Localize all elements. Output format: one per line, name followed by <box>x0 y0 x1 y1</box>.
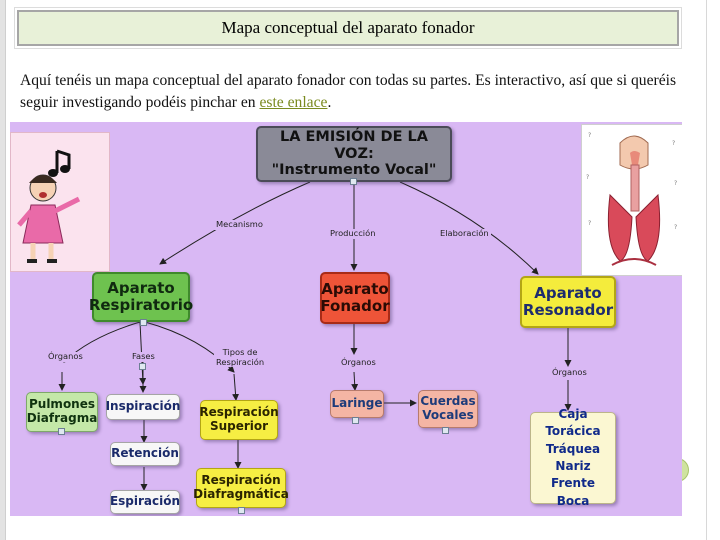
slide-title: Mapa conceptual del aparato fonador <box>221 18 475 37</box>
label-elaboracion: Elaboración <box>438 228 491 239</box>
node-diafragma: Diafragma <box>26 411 98 425</box>
node-pulmones-diafragma[interactable]: Pulmones Diafragma <box>26 392 98 432</box>
node-resonador-line-2: Resonador <box>522 301 614 319</box>
concept-map-link[interactable]: este enlace <box>259 94 328 111</box>
node-caja-toracica: Caja Torácica <box>545 406 601 439</box>
node-resp-superior-line-1: Respiración <box>199 405 279 420</box>
intro-end: . <box>327 94 332 111</box>
node-traquea: Tráquea <box>545 441 601 456</box>
concept-map: ?? ?? ?? LA EMISIÓN DE LA VOZ: "Instrume… <box>10 122 682 516</box>
intro-paragraph: Aquí tenéis un mapa conceptual del apara… <box>20 70 680 114</box>
label-fases: Fases <box>130 351 157 362</box>
node-respiratorio-line-1: Aparato <box>107 278 175 297</box>
respiratory-anatomy-illustration: ?? ?? ?? <box>581 124 682 276</box>
node-resp-superior-line-2: Superior <box>209 419 269 433</box>
node-aparato-respiratorio[interactable]: Aparato Respiratorio <box>88 272 194 322</box>
svg-text:?: ? <box>588 132 591 139</box>
root-line-1: LA EMISIÓN DE LA VOZ: <box>279 128 429 162</box>
attachment-icon[interactable] <box>58 428 65 435</box>
label-tipos-respiracion: Tipos de Respiración <box>214 347 267 368</box>
node-laringe[interactable]: Laringe <box>330 390 384 418</box>
singing-girl-illustration <box>10 132 110 272</box>
intro-text: Aquí tenéis un mapa conceptual del apara… <box>20 72 677 111</box>
svg-text:?: ? <box>588 220 591 227</box>
node-boca: Boca <box>556 493 590 508</box>
attachment-icon[interactable] <box>139 363 146 370</box>
node-fonador-line-1: Aparato <box>321 279 389 298</box>
node-respiratorio-line-2: Respiratorio <box>88 296 194 314</box>
label-tipos-line-2: Respiración <box>216 356 265 367</box>
node-resp-diafrag-line-1: Respiración <box>201 473 281 488</box>
node-cuerdas-line-2: Vocales <box>422 408 474 422</box>
node-retencion[interactable]: Retención <box>110 442 180 466</box>
label-produccion: Producción <box>328 228 378 239</box>
left-frame-bar <box>0 0 6 540</box>
attachment-icon[interactable] <box>442 427 449 434</box>
node-organos-resonador[interactable]: Caja Torácica Tráquea Nariz Frente Boca <box>530 407 616 508</box>
node-espiracion[interactable]: Espiración <box>110 490 180 514</box>
node-laringe-label: Laringe <box>331 396 383 411</box>
node-pulmones: Pulmones <box>28 397 96 412</box>
node-retencion-label: Retención <box>111 446 179 461</box>
right-frame-bar <box>706 0 720 540</box>
node-respiracion-diafragmatica[interactable]: Respiración Diafragmática <box>193 468 289 508</box>
node-aparato-fonador[interactable]: Aparato Fonador <box>320 272 390 324</box>
label-tipos-line-1: Tipos de <box>222 347 258 357</box>
attachment-icon[interactable] <box>350 178 357 185</box>
root-line-2: "Instrumento Vocal" <box>271 162 437 179</box>
svg-text:?: ? <box>674 224 677 231</box>
node-respiracion-superior[interactable]: Respiración Superior <box>199 400 279 440</box>
root-node-emision-voz[interactable]: LA EMISIÓN DE LA VOZ: "Instrumento Vocal… <box>256 126 452 182</box>
svg-text:?: ? <box>674 180 677 187</box>
label-organos-fonador: Órganos <box>339 357 378 368</box>
attachment-icon[interactable] <box>238 507 245 514</box>
node-resp-diafrag-line-2: Diafragmática <box>193 487 289 501</box>
node-aparato-resonador[interactable]: Aparato Resonador <box>520 276 616 328</box>
node-frente: Frente <box>551 476 595 491</box>
node-inspiracion[interactable]: Inspiración <box>106 394 180 420</box>
label-mecanismo: Mecanismo <box>214 219 265 230</box>
node-nariz: Nariz <box>555 459 591 473</box>
node-resonador-line-1: Aparato <box>534 283 602 302</box>
node-inspiracion-label: Inspiración <box>105 399 181 414</box>
svg-text:?: ? <box>672 140 675 147</box>
node-cuerdas-vocales[interactable]: Cuerdas Vocales <box>418 390 478 428</box>
label-organos-respiratorio: Órganos <box>46 351 85 362</box>
attachment-icon[interactable] <box>140 319 147 326</box>
node-espiracion-label: Espiración <box>109 494 181 509</box>
label-organos-resonador: Órganos <box>550 367 589 378</box>
svg-text:?: ? <box>586 174 589 181</box>
node-cuerdas-line-1: Cuerdas <box>420 394 476 409</box>
attachment-icon[interactable] <box>352 417 359 424</box>
node-fonador-line-2: Fonador <box>320 297 390 315</box>
slide-title-box: Mapa conceptual del aparato fonador <box>14 7 682 49</box>
